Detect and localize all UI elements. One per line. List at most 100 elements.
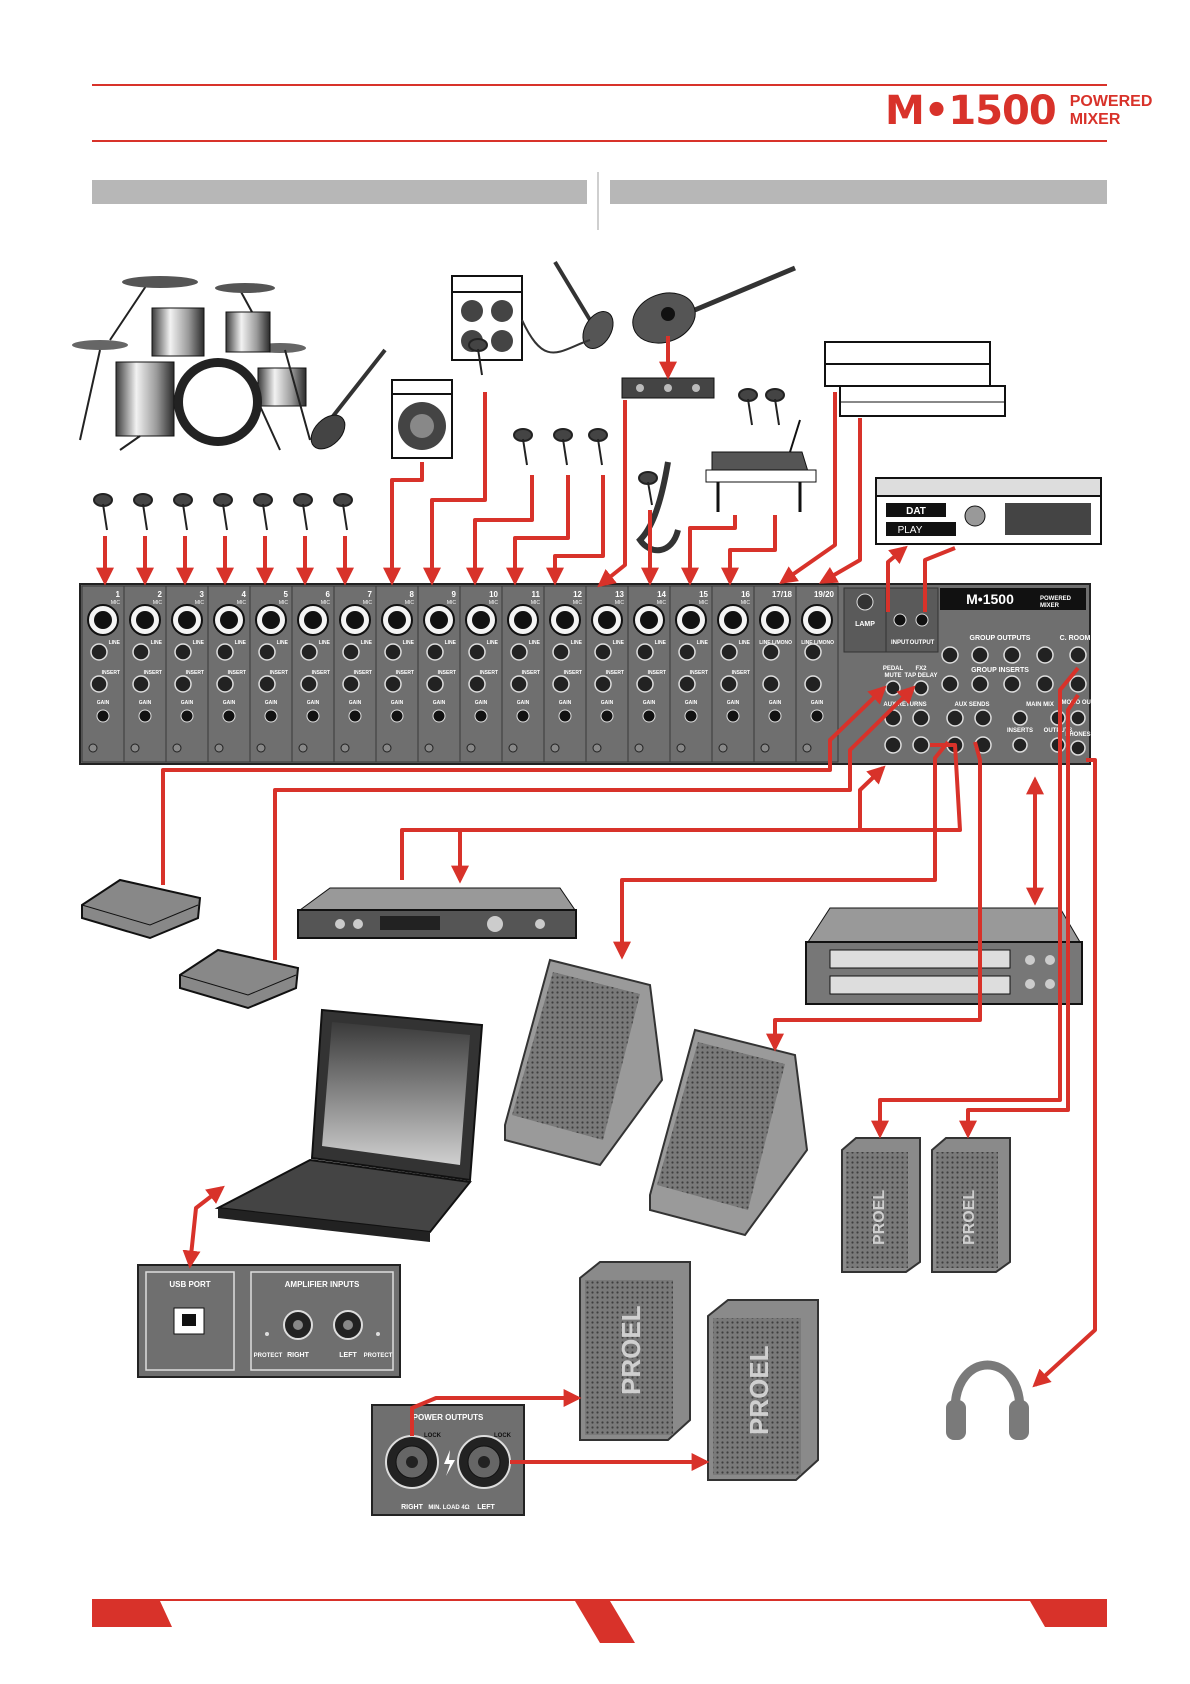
- mic-label: MIC: [405, 600, 415, 606]
- line-jack[interactable]: [174, 643, 192, 661]
- lamp-socket[interactable]: [856, 593, 874, 611]
- mono-out-jack[interactable]: [1070, 710, 1086, 726]
- line-jack[interactable]: [510, 643, 528, 661]
- gain-knob[interactable]: [96, 709, 110, 723]
- switch-button[interactable]: [172, 743, 182, 753]
- line-label: LINE: [319, 640, 331, 646]
- gain-knob[interactable]: [810, 709, 824, 723]
- line-jack[interactable]: [678, 643, 696, 661]
- switch-button[interactable]: [298, 743, 308, 753]
- line-jack[interactable]: [300, 643, 318, 661]
- insert-jack[interactable]: [720, 675, 738, 693]
- switch-button[interactable]: [382, 743, 392, 753]
- switch-button[interactable]: [508, 743, 518, 753]
- insert-jack[interactable]: [594, 675, 612, 693]
- rca-output-jack[interactable]: [915, 613, 929, 627]
- insert-jack[interactable]: [174, 675, 192, 693]
- amp-left-label: LEFT: [339, 1352, 357, 1359]
- gain-knob[interactable]: [138, 709, 152, 723]
- switch-button[interactable]: [88, 743, 98, 753]
- line-jack[interactable]: [804, 643, 822, 661]
- switch-button[interactable]: [634, 743, 644, 753]
- switch-button[interactable]: [340, 743, 350, 753]
- gain-knob[interactable]: [306, 709, 320, 723]
- group-jacks[interactable]: [941, 646, 1087, 693]
- section-band-left: [92, 180, 587, 204]
- switch-button[interactable]: [760, 743, 770, 753]
- switch-button[interactable]: [256, 743, 266, 753]
- line-r-jack[interactable]: [804, 675, 822, 693]
- gain-knob[interactable]: [432, 709, 446, 723]
- line-label: LINE: [655, 640, 667, 646]
- tap-delay-jack[interactable]: [913, 680, 929, 696]
- insert-jack[interactable]: [384, 675, 402, 693]
- aux-return-jacks[interactable]: [884, 709, 930, 754]
- gain-knob[interactable]: [222, 709, 236, 723]
- gain-knob[interactable]: [180, 709, 194, 723]
- gain-knob[interactable]: [726, 709, 740, 723]
- phones-jack[interactable]: [1070, 740, 1086, 756]
- line-jack[interactable]: [636, 643, 654, 661]
- line-jack[interactable]: [384, 643, 402, 661]
- gain-knob[interactable]: [474, 709, 488, 723]
- insert-label: INSERT: [648, 670, 666, 676]
- line-jack[interactable]: [258, 643, 276, 661]
- mic-label: MIC: [279, 600, 289, 606]
- switch-button[interactable]: [550, 743, 560, 753]
- line-jack[interactable]: [342, 643, 360, 661]
- line-jack[interactable]: [594, 643, 612, 661]
- power-right-label: RIGHT: [401, 1504, 424, 1511]
- line-jack[interactable]: [720, 643, 738, 661]
- switch-button[interactable]: [424, 743, 434, 753]
- insert-jack[interactable]: [132, 675, 150, 693]
- gain-knob[interactable]: [390, 709, 404, 723]
- gain-label: GAIN: [391, 700, 404, 706]
- insert-jack[interactable]: [636, 675, 654, 693]
- insert-jack[interactable]: [90, 675, 108, 693]
- main-speaker-left: PROEL: [579, 1261, 691, 1441]
- line-jack[interactable]: [132, 643, 150, 661]
- gain-knob[interactable]: [600, 709, 614, 723]
- switch-button[interactable]: [214, 743, 224, 753]
- switch-button[interactable]: [676, 743, 686, 753]
- lock-label-left: LOCK: [494, 1433, 512, 1439]
- gain-label: GAIN: [727, 700, 740, 706]
- gain-knob[interactable]: [516, 709, 530, 723]
- gain-knob[interactable]: [684, 709, 698, 723]
- line-jack[interactable]: [90, 643, 108, 661]
- switch-button[interactable]: [592, 743, 602, 753]
- insert-jack[interactable]: [468, 675, 486, 693]
- line-jack[interactable]: [468, 643, 486, 661]
- line-jack[interactable]: [762, 643, 780, 661]
- insert-jack[interactable]: [552, 675, 570, 693]
- insert-jack[interactable]: [426, 675, 444, 693]
- switch-button[interactable]: [466, 743, 476, 753]
- mic-icon: [253, 493, 273, 531]
- insert-jack[interactable]: [300, 675, 318, 693]
- pedal-mute-jack[interactable]: [885, 680, 901, 696]
- gain-knob[interactable]: [264, 709, 278, 723]
- insert-jack[interactable]: [678, 675, 696, 693]
- line-jack[interactable]: [552, 643, 570, 661]
- insert-jack[interactable]: [510, 675, 528, 693]
- jack-hole: [178, 611, 196, 629]
- gain-knob[interactable]: [768, 709, 782, 723]
- line-r-jack[interactable]: [762, 675, 780, 693]
- insert-jack[interactable]: [342, 675, 360, 693]
- insert-jack[interactable]: [216, 675, 234, 693]
- line-jack[interactable]: [426, 643, 444, 661]
- switch-button[interactable]: [718, 743, 728, 753]
- gain-knob[interactable]: [348, 709, 362, 723]
- gain-label: GAIN: [433, 700, 446, 706]
- line-jack[interactable]: [216, 643, 234, 661]
- channel-number: 7: [368, 590, 373, 599]
- rca-input-jack[interactable]: [893, 613, 907, 627]
- switch-button[interactable]: [802, 743, 812, 753]
- mono-out-label: MONO OUT: [1062, 700, 1095, 706]
- insert-jack[interactable]: [258, 675, 276, 693]
- switch-button[interactable]: [130, 743, 140, 753]
- gain-knob[interactable]: [642, 709, 656, 723]
- gain-knob[interactable]: [558, 709, 572, 723]
- usb-amp-input-panel: USB PORT AMPLIFIER INPUTS PROTECT RIGHT …: [137, 1264, 401, 1378]
- control-room-speaker-left: PROEL: [841, 1137, 921, 1273]
